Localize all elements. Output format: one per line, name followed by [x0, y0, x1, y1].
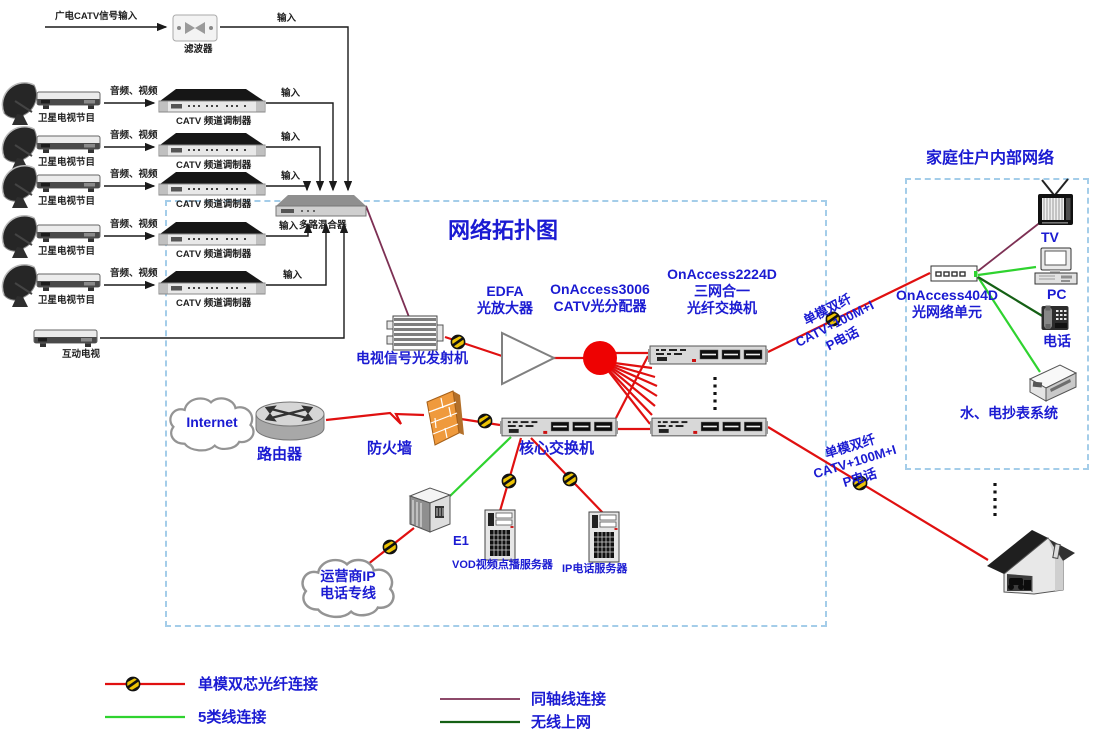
satellite-dish-icon	[1, 215, 37, 259]
fiber-switch-2-icon	[650, 417, 768, 437]
satellite-program-label: 卫星电视节目	[38, 295, 96, 306]
fiber-switch-label: OnAccess2224D 三网合一 光纤交换机	[667, 266, 777, 317]
interactive-tv-receiver-icon	[33, 329, 98, 348]
satellite-program-label: 卫星电视节目	[38, 113, 96, 124]
isp-cloud-label: 运营商IP 电话专线	[320, 568, 376, 602]
onu-icon	[930, 265, 978, 282]
satellite-receiver-icon	[36, 224, 101, 243]
fiber-connector-icon	[450, 334, 466, 350]
satellite-receiver-icon	[36, 174, 101, 193]
home-network-dashed-box	[905, 178, 1089, 470]
av-label: 音频、视频	[110, 268, 158, 279]
satellite-receiver-icon	[36, 91, 101, 110]
filter-label: 滤波器	[184, 44, 213, 55]
input-label: 输入	[279, 221, 299, 232]
satellite-program-label: 卫星电视节目	[38, 246, 96, 257]
fiber-connector-icon	[477, 413, 493, 429]
optical-transmitter-icon	[386, 315, 444, 351]
topology-dashed-box	[165, 200, 827, 627]
legend-cat5-label: 5类线连接	[198, 709, 267, 726]
vod-server-label: VOD视频点播服务器	[452, 559, 553, 571]
legend-coax-label: 同轴线连接	[531, 691, 607, 708]
phone-label: 电话	[1043, 333, 1071, 349]
satellite-receiver-icon	[36, 273, 101, 292]
onu-label: OnAccess404D 光网络单元	[896, 287, 998, 321]
multiplexer-icon	[275, 194, 367, 217]
meter-system-label: 水、电抄表系统	[960, 405, 1058, 421]
av-label: 音频、视频	[110, 86, 158, 97]
modulator-label: CATV 频道调制器	[176, 116, 252, 127]
house-icon	[986, 529, 1076, 595]
input-label: 输入	[277, 13, 297, 24]
input-label: 输入	[281, 171, 301, 182]
edfa-amplifier-icon	[501, 331, 557, 386]
input-label: 输入	[283, 270, 303, 281]
legend-wireless-label: 无线上网	[531, 714, 592, 731]
catv-modulator-icon	[158, 270, 266, 295]
legend-fiber-label: 单模双芯光纤连接	[198, 676, 319, 693]
catv-modulator-icon	[158, 88, 266, 113]
modulator-label: CATV 频道调制器	[176, 249, 252, 260]
catv-modulator-icon	[158, 171, 266, 196]
ip-phone-server-label: IP电话服务器	[562, 563, 628, 575]
modulator-label: CATV 频道调制器	[176, 160, 252, 171]
home-network-title: 家庭住户内部网络	[926, 150, 1055, 167]
catv-modulator-icon	[158, 221, 266, 246]
e1-device-icon	[409, 487, 451, 533]
catv-input-label: 广电CATV信号输入	[55, 11, 138, 22]
splitter-label: OnAccess3006 CATV光分配器	[550, 281, 650, 315]
optical-transmitter-label: 电视信号光发射机	[356, 350, 468, 366]
core-switch-icon	[500, 417, 618, 437]
tv-label: TV	[1041, 229, 1059, 245]
av-label: 音频、视频	[110, 169, 158, 180]
optical-splitter-icon	[583, 341, 617, 375]
modulator-label: CATV 频道调制器	[176, 298, 252, 309]
firewall-label: 防火墙	[367, 440, 413, 457]
meter-system-icon	[1029, 364, 1077, 402]
satellite-dish-icon	[1, 82, 37, 126]
pc-icon	[1034, 247, 1078, 285]
input-label: 输入	[281, 88, 301, 99]
satellite-dish-icon	[1, 264, 37, 308]
fiber-connector-icon	[501, 473, 517, 489]
catv-modulator-icon	[158, 132, 266, 157]
router-label: 路由器	[257, 446, 303, 463]
filter-device-icon	[172, 14, 218, 42]
av-label: 音频、视频	[110, 219, 158, 230]
satellite-dish-icon	[1, 165, 37, 209]
router-icon	[254, 400, 326, 442]
av-label: 音频、视频	[110, 130, 158, 141]
satellite-program-label: 卫星电视节目	[38, 157, 96, 168]
diagram-title: 网络拓扑图	[448, 218, 559, 243]
satellite-program-label: 卫星电视节目	[38, 196, 96, 207]
core-switch-label: 核心交换机	[519, 440, 595, 457]
fiber-switch-icon	[648, 345, 768, 365]
tv-icon	[1037, 178, 1074, 226]
satellite-dish-icon	[1, 126, 37, 170]
legend-fiber-connector-icon	[125, 676, 141, 692]
multiplexer-label: 多路混合器	[299, 220, 347, 231]
ip-phone-server-icon	[588, 511, 620, 563]
edfa-label: EDFA 光放大器	[477, 283, 533, 317]
interactive-tv-label: 互动电视	[62, 349, 101, 360]
firewall-icon	[426, 390, 465, 446]
internet-label: Internet	[186, 414, 238, 430]
modulator-label: CATV 频道调制器	[176, 199, 252, 210]
satellite-receiver-icon	[36, 135, 101, 154]
vod-server-icon	[484, 509, 516, 561]
e1-label: E1	[453, 533, 469, 548]
phone-icon	[1041, 305, 1069, 330]
pc-label: PC	[1047, 286, 1067, 302]
input-label: 输入	[281, 132, 301, 143]
